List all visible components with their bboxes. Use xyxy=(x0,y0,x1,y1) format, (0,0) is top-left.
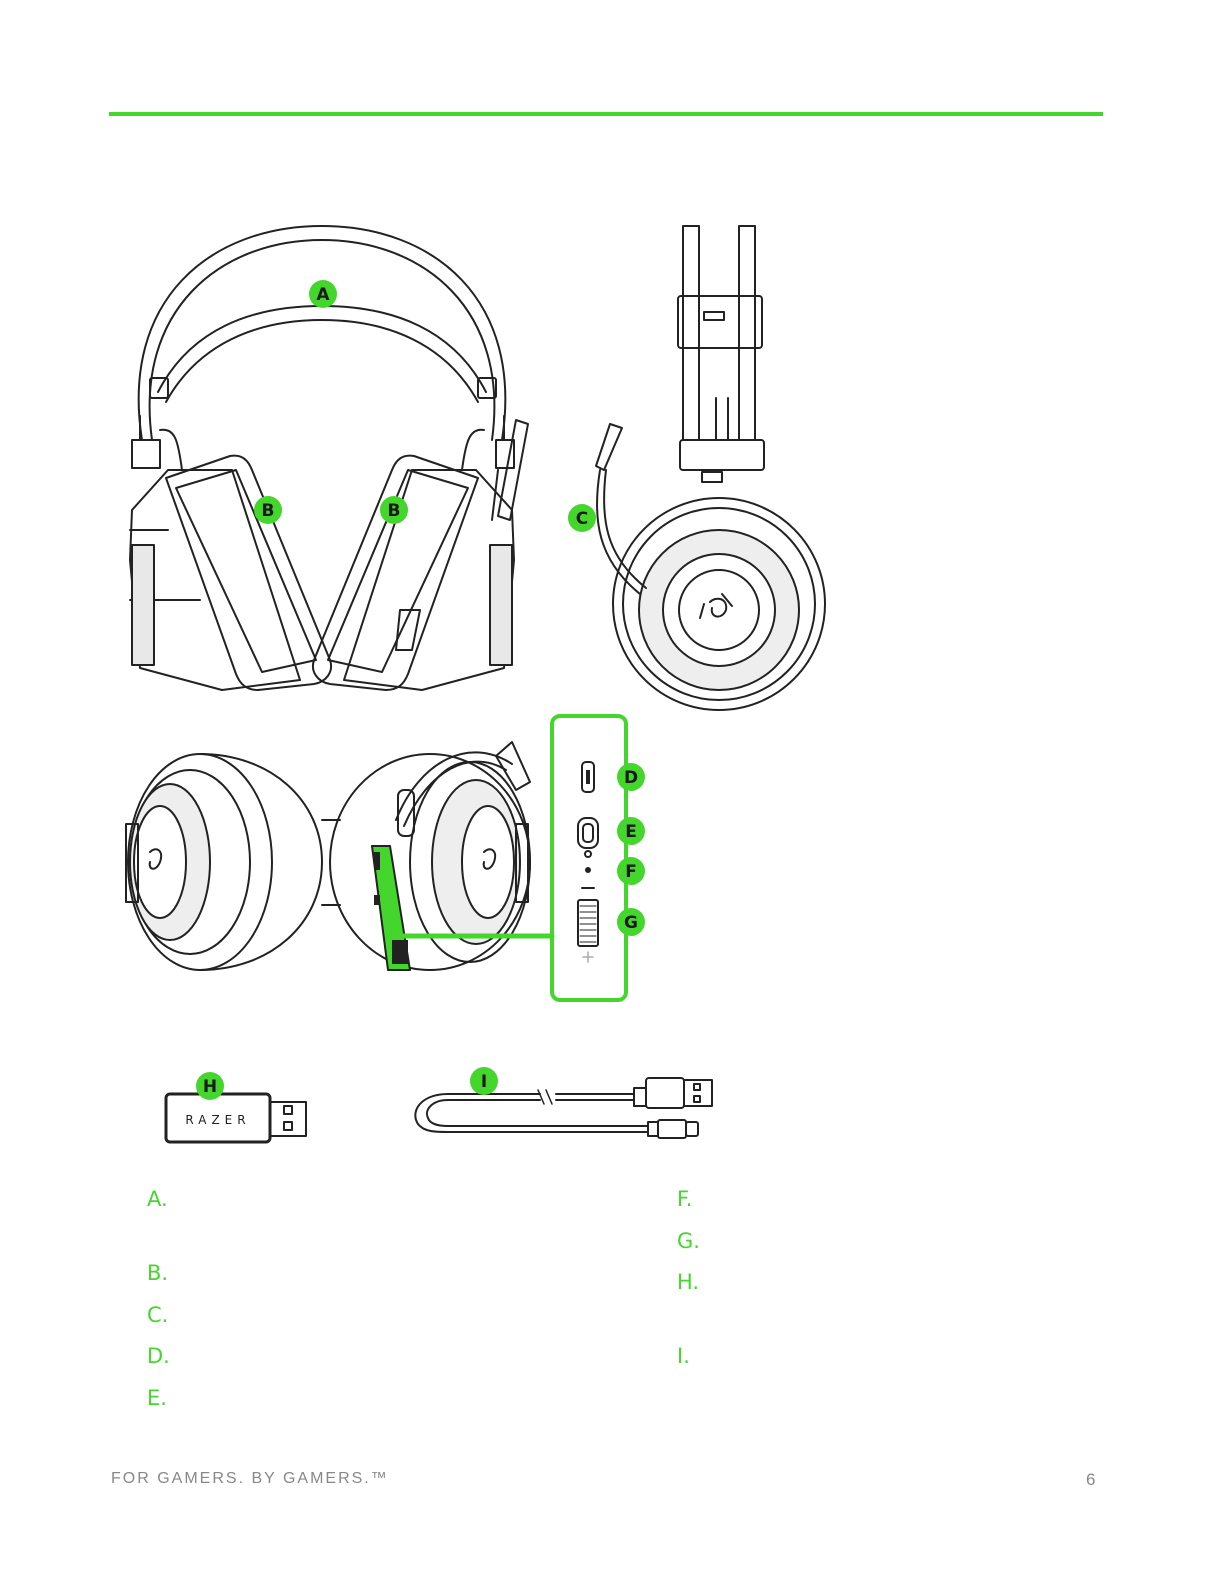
callout-i: I xyxy=(470,1067,498,1095)
svg-text:E: E xyxy=(625,822,637,842)
dongle-brand-text: RAZER xyxy=(185,1113,250,1127)
product-diagram: RAZER A B B C D E F G H I xyxy=(125,225,826,1144)
headset-top-icon xyxy=(125,741,531,971)
legend-letter-a: A. xyxy=(147,1187,168,1211)
svg-text:A: A xyxy=(316,285,330,305)
svg-text:C: C xyxy=(576,509,588,529)
svg-text:F: F xyxy=(625,862,637,882)
svg-text:B: B xyxy=(388,501,401,521)
legend-letter-g: G. xyxy=(677,1229,700,1253)
svg-text:G: G xyxy=(624,913,638,933)
callout-h: H xyxy=(196,1072,224,1100)
headset-side-icon xyxy=(595,225,826,711)
legend-letter-e: E. xyxy=(147,1386,167,1410)
controls-panel xyxy=(550,714,628,1002)
callout-d: D xyxy=(617,763,645,791)
legend-letter-c: C. xyxy=(147,1303,169,1327)
header-rule xyxy=(109,112,1103,116)
callout-a: A xyxy=(309,280,337,308)
callout-b-right: B xyxy=(380,496,408,524)
svg-text:D: D xyxy=(624,768,638,788)
callout-g: G xyxy=(617,908,645,936)
svg-text:I: I xyxy=(481,1072,487,1092)
legend-letter-f: F. xyxy=(677,1187,693,1211)
legend-letter-d: D. xyxy=(147,1344,170,1368)
svg-text:H: H xyxy=(203,1077,217,1097)
callout-c: C xyxy=(568,504,596,532)
callout-e: E xyxy=(617,817,645,845)
page-number: 6 xyxy=(1086,1470,1096,1489)
usb-cable-icon xyxy=(414,1077,713,1139)
callout-b-left: B xyxy=(254,496,282,524)
footer-tagline: FOR GAMERS. BY GAMERS.™ xyxy=(111,1470,389,1487)
legend-letter-i: I. xyxy=(677,1344,690,1368)
legend-letter-b: B. xyxy=(147,1261,169,1285)
svg-text:B: B xyxy=(262,501,275,521)
headset-front-icon xyxy=(129,225,529,691)
callout-markers: A B B C D E F G H I xyxy=(196,280,645,1100)
legend-letter-h: H. xyxy=(677,1270,700,1294)
callout-f: F xyxy=(617,857,645,885)
